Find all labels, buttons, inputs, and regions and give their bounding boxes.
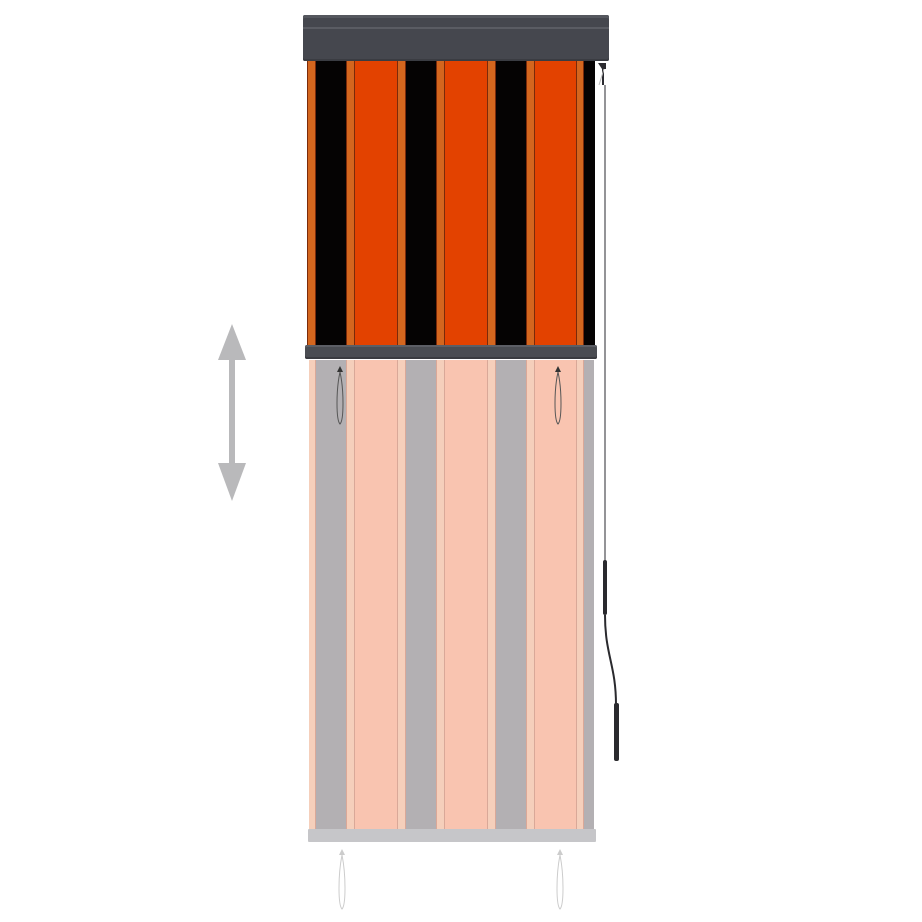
bottom-rail[interactable] <box>305 345 597 359</box>
fabric-stripe-ghost-dark <box>316 360 346 830</box>
fabric-stripe-ghost-thin <box>309 360 316 830</box>
pull-loop-right-ghost-icon <box>556 849 564 910</box>
fabric-stripe-dark <box>496 61 526 346</box>
fabric-stripe-main <box>445 61 487 346</box>
fabric-stripe-main <box>535 61 576 346</box>
fabric-stripe-ghost-main <box>355 360 397 830</box>
blind-fabric-extended-ghost <box>309 360 594 830</box>
fabric-stripe-ghost-thin <box>436 360 445 830</box>
fabric-stripe-ghost-thin <box>576 360 584 830</box>
fabric-stripe-ghost-thin <box>346 360 355 830</box>
fabric-stripe-dark <box>316 61 346 346</box>
pull-loop-right-icon[interactable] <box>548 360 568 430</box>
fabric-stripe-main <box>355 61 397 346</box>
fabric-stripe-dark <box>584 61 595 346</box>
fabric-stripe-ghost-thin <box>397 360 406 830</box>
fabric-stripe-thin <box>397 61 406 346</box>
fabric-stripe-thin <box>436 61 445 346</box>
fabric-stripe-ghost-main <box>535 360 576 830</box>
pull-loop-left-icon[interactable] <box>330 360 350 430</box>
fabric-stripe-thin <box>346 61 355 346</box>
fabric-stripe-ghost-main <box>445 360 487 830</box>
fabric-stripe-ghost-dark <box>584 360 594 830</box>
fabric-stripe-thin <box>307 61 316 346</box>
fabric-stripe-thin <box>526 61 535 346</box>
fabric-stripe-thin <box>487 61 496 346</box>
fabric-stripe-ghost-thin <box>526 360 535 830</box>
fabric-stripe-ghost-dark <box>406 360 436 830</box>
pull-cord-icon[interactable] <box>590 55 630 775</box>
pull-loop-left-ghost-icon <box>338 849 346 910</box>
headrail-groove <box>303 27 609 29</box>
fabric-stripe-thin <box>576 61 584 346</box>
fabric-stripe-ghost-thin <box>487 360 496 830</box>
bottom-rail-extended-ghost <box>308 829 596 842</box>
headrail-cassette <box>303 15 609 61</box>
blind-fabric-visible <box>307 61 595 346</box>
up-down-arrow-icon <box>218 324 246 501</box>
fabric-stripe-dark <box>406 61 436 346</box>
fabric-stripe-ghost-dark <box>496 360 526 830</box>
